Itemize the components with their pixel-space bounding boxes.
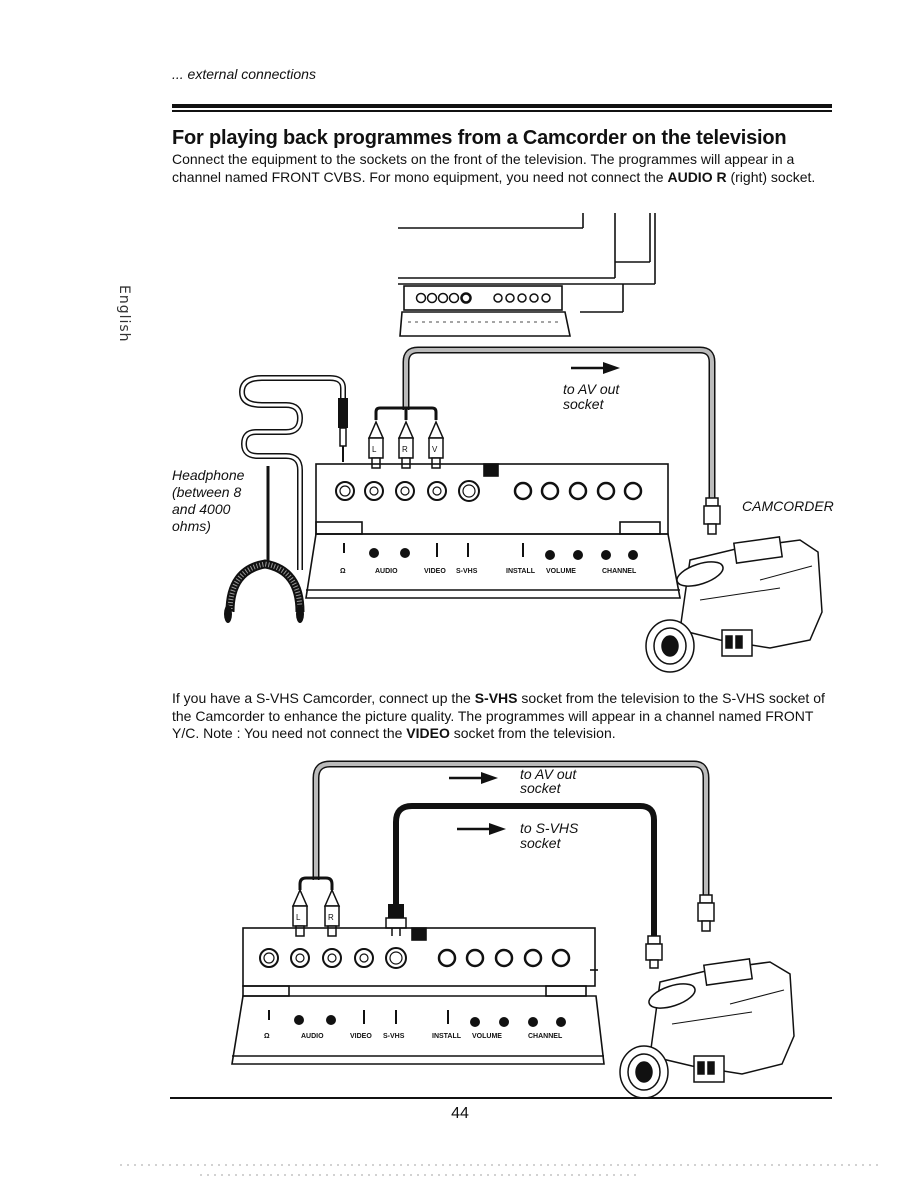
- svhs-bold-1: S-VHS: [474, 690, 518, 706]
- section-label: ... external connections: [172, 66, 316, 82]
- panel-channel-label: CHANNEL: [602, 568, 637, 575]
- svhs-plug-camcorder: [645, 935, 663, 969]
- av-cable: [402, 346, 716, 498]
- panel-svhs-label-2: S-VHS: [383, 1033, 405, 1040]
- panel-channel-label-2: CHANNEL: [528, 1033, 563, 1040]
- av-cable-2: [312, 760, 710, 895]
- plug-l-label: L: [372, 445, 377, 454]
- front-panel-2: [231, 927, 605, 1065]
- svhs-cable: [393, 803, 657, 936]
- header-rule-thin: [172, 110, 832, 112]
- to-svhs-label-1: to S-VHS: [520, 820, 579, 836]
- svhs-text-2: socket from the television to the S-VHS …: [172, 690, 825, 741]
- headphone-label-1: Headphone: [172, 467, 245, 483]
- page-number: 44: [451, 1105, 469, 1122]
- panel-volume-label-2: VOLUME: [472, 1033, 502, 1040]
- to-av-out-label-1b: to AV out: [520, 766, 577, 782]
- headphone-jack-icon-2: Ω: [264, 1033, 270, 1040]
- svhs-text-3: socket from the television.: [453, 725, 616, 741]
- page-title: For playing back programmes from a Camco…: [172, 127, 787, 149]
- panel-install-label: INSTALL: [506, 568, 536, 575]
- camcorder-illustration: [645, 536, 823, 673]
- headphone-label-2: (between 8: [172, 484, 241, 500]
- header-rule: [172, 104, 832, 108]
- headphone-icon: [224, 466, 305, 623]
- panel-svhs-label: S-VHS: [456, 568, 478, 575]
- intro-paragraph: Connect the equipment to the sockets on …: [172, 151, 832, 186]
- headphone-label-4: ohms): [172, 518, 211, 534]
- tv-set: [398, 213, 656, 337]
- scan-artifacts: [120, 1164, 880, 1176]
- front-panel: [305, 463, 681, 599]
- panel-video-label-2: VIDEO: [350, 1033, 372, 1040]
- footer-rule: [170, 1097, 832, 1099]
- svhs-paragraph: If you have a S-VHS Camcorder, connect u…: [172, 690, 832, 743]
- tv-front-sockets: [415, 292, 551, 304]
- intro-bold-audio-r: AUDIO R: [667, 168, 727, 185]
- plug-r-label-2: R: [328, 913, 334, 922]
- panel-controls: [343, 543, 638, 560]
- panel-volume-label: VOLUME: [546, 568, 576, 575]
- arrow-right-icon: [571, 362, 620, 374]
- headphone-label-3: and 4000: [172, 501, 231, 517]
- svhs-plug: [385, 904, 407, 936]
- side-language-label: English: [116, 285, 132, 343]
- headphone-plug: [238, 375, 348, 570]
- camcorder-label: CAMCORDER: [742, 498, 834, 514]
- plug-l-label-2: L: [296, 913, 301, 922]
- panel-audio-label-2: AUDIO: [301, 1033, 324, 1040]
- to-av-out-label-2b: socket: [520, 780, 562, 796]
- av-plug-2: [697, 894, 715, 932]
- rca-plugs-2: [291, 888, 341, 937]
- arrow-right-icon: [449, 772, 498, 784]
- arrow-right-icon: [457, 823, 506, 835]
- svhs-bold-2: VIDEO: [406, 725, 450, 741]
- intro-tail: (right) socket.: [730, 168, 816, 185]
- plug-r-label: R: [402, 445, 408, 454]
- to-av-out-label-1: to AV out: [563, 381, 620, 397]
- panel-install-label-2: INSTALL: [432, 1033, 462, 1040]
- plug-v-label: V: [432, 445, 438, 454]
- intro-text: Connect the equipment to the sockets on …: [172, 151, 795, 185]
- camcorder-illustration-2: [619, 958, 795, 1099]
- to-svhs-label-2: socket: [520, 835, 562, 851]
- panel-video-label: VIDEO: [424, 568, 446, 575]
- to-av-out-label-2: socket: [563, 396, 605, 412]
- headphone-jack-icon: Ω: [340, 568, 346, 575]
- svhs-text-1: If you have a S-VHS Camcorder, connect u…: [172, 690, 471, 706]
- panel-controls-2: [268, 1010, 566, 1027]
- rca-plugs: [367, 420, 445, 469]
- av-plug: [703, 497, 721, 535]
- panel-audio-label: AUDIO: [375, 568, 398, 575]
